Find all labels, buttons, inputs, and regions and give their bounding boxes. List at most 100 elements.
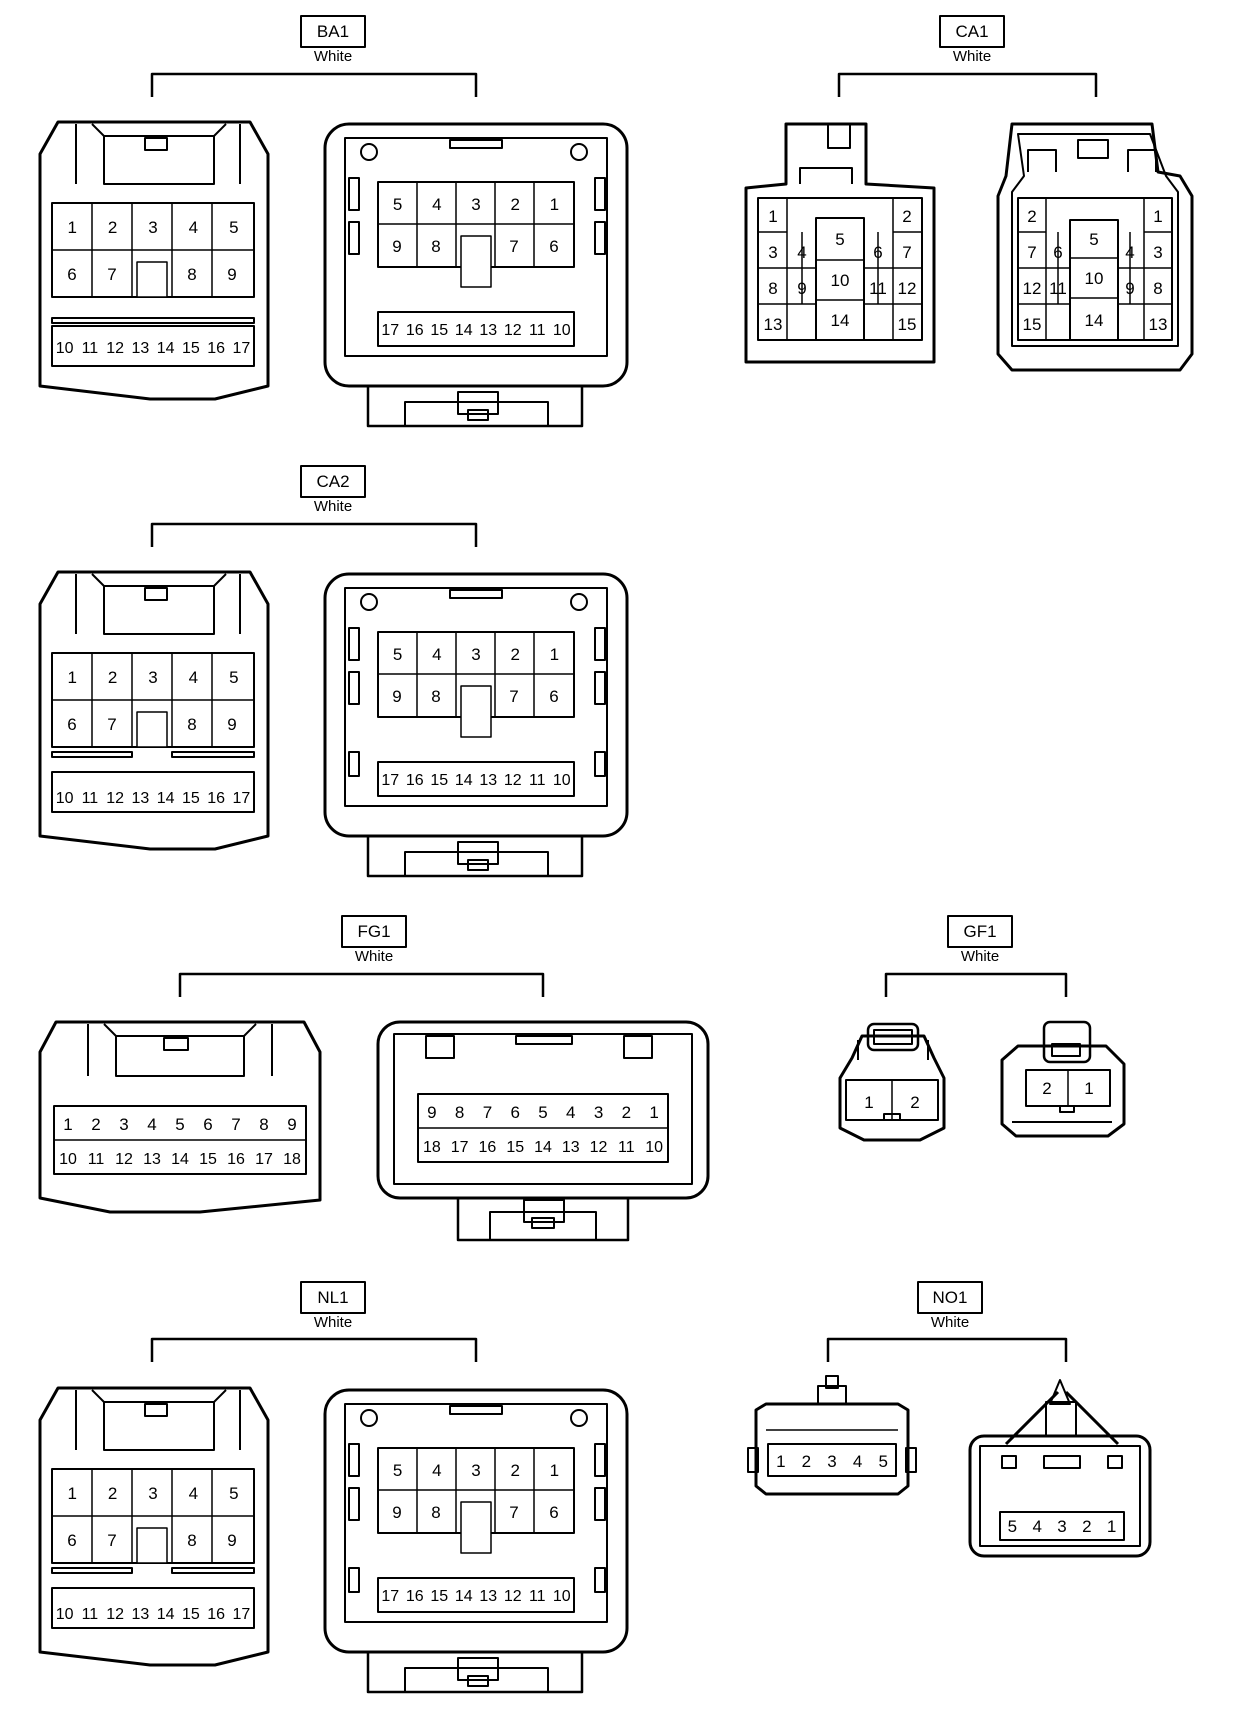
gf1-male-connector <box>838 1022 946 1142</box>
connector-gf1 <box>838 915 1126 1142</box>
no1-male-pin-1: 1 <box>776 1452 785 1471</box>
ca1-female-pin-13: 13 <box>1149 315 1168 334</box>
ca1-female-pin-6: 6 <box>1053 243 1062 262</box>
no1-color-label: White <box>931 1314 969 1331</box>
ca2-male-pin-17: 17 <box>232 790 250 807</box>
ca1-male-pin-7: 7 <box>902 243 911 262</box>
no1-male-pin-2: 2 <box>802 1452 811 1471</box>
ca1-male-connector <box>744 122 936 364</box>
ba1-male-pin-1: 1 <box>67 218 76 237</box>
gf1-female-pin-2: 2 <box>1042 1079 1051 1098</box>
ca2-male-pin-4: 4 <box>189 668 198 687</box>
nl1-male-pin-4: 4 <box>189 1484 198 1503</box>
ca1-female-pin-10: 10 <box>1085 269 1104 288</box>
ca2-male-pin-6: 6 <box>67 715 76 734</box>
nl1-male-pin-17: 17 <box>232 1606 250 1623</box>
ba1-male-pin-3: 3 <box>148 218 157 237</box>
nl1-male-pin-15: 15 <box>182 1606 200 1623</box>
no1-female-pin-5: 5 <box>1008 1517 1017 1536</box>
ba1-male-pin-4: 4 <box>189 218 198 237</box>
nl1-male-pin-8: 8 <box>187 1531 196 1550</box>
fg1-male-pin-7: 7 <box>231 1115 240 1134</box>
fg1-male-pin-17: 17 <box>255 1151 273 1168</box>
ba1-male-pin-6: 6 <box>67 265 76 284</box>
fg1-female-pin-5: 5 <box>538 1103 547 1122</box>
ba1-male-pin-13: 13 <box>131 340 149 357</box>
nl1-female-pin-15: 15 <box>430 1588 448 1605</box>
fg1-color-label: White <box>355 948 393 965</box>
fg1-male-pin-10: 10 <box>59 1151 77 1168</box>
ca1-male-pin-5: 5 <box>835 230 844 249</box>
fg1-male-pin-11: 11 <box>88 1151 105 1168</box>
no1-code-label: NO1 <box>933 1288 968 1307</box>
nl1-male-pin-11: 11 <box>82 1606 99 1623</box>
ca1-female-connector <box>996 122 1194 372</box>
ba1-female-pin-11: 11 <box>529 322 546 339</box>
ba1-female-pin-2: 2 <box>510 195 519 214</box>
ca1-female-pin-12: 12 <box>1023 279 1042 298</box>
ca1-female-pin-4: 4 <box>1125 243 1134 262</box>
fg1-male-pin-8: 8 <box>259 1115 268 1134</box>
ca2-male-pin-11: 11 <box>82 790 99 807</box>
no1-male-pin-5: 5 <box>878 1452 887 1471</box>
nl1-male-pin-16: 16 <box>207 1606 225 1623</box>
gf1-color-label: White <box>961 948 999 965</box>
ca2-female-pin-15: 15 <box>430 772 448 789</box>
fg1-female-pin-17: 17 <box>451 1139 469 1156</box>
no1-female-pin-4: 4 <box>1032 1517 1041 1536</box>
nl1-female-pin-8: 8 <box>431 1503 440 1522</box>
ca2-female-pin-2: 2 <box>510 645 519 664</box>
ca1-female-pin-15: 15 <box>1023 315 1042 334</box>
fg1-female-pin-12: 12 <box>590 1139 608 1156</box>
fg1-female-pin-16: 16 <box>479 1139 497 1156</box>
ca2-male-connector <box>38 570 270 851</box>
no1-male-connector <box>747 1375 917 1496</box>
nl1-male-pin-12: 12 <box>106 1606 124 1623</box>
ca2-color-label: White <box>314 498 352 515</box>
ca2-male-pin-2: 2 <box>108 668 117 687</box>
ca2-female-pin-9: 9 <box>392 687 401 706</box>
ca1-male-pin-15: 15 <box>898 315 917 334</box>
fg1-male-pin-12: 12 <box>115 1151 133 1168</box>
ca2-female-pin-4: 4 <box>432 645 441 664</box>
ca2-female-pin-10: 10 <box>553 772 571 789</box>
connector-ca2 <box>38 465 629 878</box>
ca2-code-label: CA2 <box>316 472 349 491</box>
ca2-male-pin-9: 9 <box>227 715 236 734</box>
fg1-code-label: FG1 <box>357 922 390 941</box>
ca2-male-pin-5: 5 <box>229 668 238 687</box>
nl1-female-pin-9: 9 <box>392 1503 401 1522</box>
nl1-female-pin-5: 5 <box>393 1461 402 1480</box>
ba1-female-pin-12: 12 <box>504 322 522 339</box>
ca1-male-pin-8: 8 <box>768 279 777 298</box>
fg1-male-pin-15: 15 <box>199 1151 217 1168</box>
fg1-male-pin-13: 13 <box>143 1151 161 1168</box>
ca1-male-pin-6: 6 <box>873 243 882 262</box>
nl1-female-pin-14: 14 <box>455 1588 473 1605</box>
ba1-color-label: White <box>314 48 352 65</box>
ba1-male-pin-9: 9 <box>227 265 236 284</box>
ba1-female-pin-10: 10 <box>553 322 571 339</box>
ba1-female-pin-1: 1 <box>550 195 559 214</box>
fg1-male-pin-9: 9 <box>287 1115 296 1134</box>
gf1-code-label: GF1 <box>963 922 996 941</box>
ba1-female-pin-15: 15 <box>430 322 448 339</box>
ca2-male-pin-13: 13 <box>131 790 149 807</box>
ca2-female-pin-6: 6 <box>549 687 558 706</box>
ba1-male-pin-2: 2 <box>108 218 117 237</box>
ca2-female-pin-12: 12 <box>504 772 522 789</box>
fg1-female-pin-14: 14 <box>534 1139 552 1156</box>
nl1-male-pin-7: 7 <box>107 1531 116 1550</box>
ba1-male-connector <box>38 120 270 401</box>
fg1-female-pin-9: 9 <box>427 1103 436 1122</box>
ba1-male-pin-8: 8 <box>187 265 196 284</box>
no1-male-pin-3: 3 <box>827 1452 836 1471</box>
ca2-male-pin-8: 8 <box>187 715 196 734</box>
nl1-code-label: NL1 <box>317 1288 348 1307</box>
ca1-female-pin-11: 11 <box>1049 279 1067 298</box>
ca2-female-pin-7: 7 <box>509 687 518 706</box>
fg1-male-pin-3: 3 <box>119 1115 128 1134</box>
ba1-male-pin-5: 5 <box>229 218 238 237</box>
ca2-female-pin-3: 3 <box>471 645 480 664</box>
